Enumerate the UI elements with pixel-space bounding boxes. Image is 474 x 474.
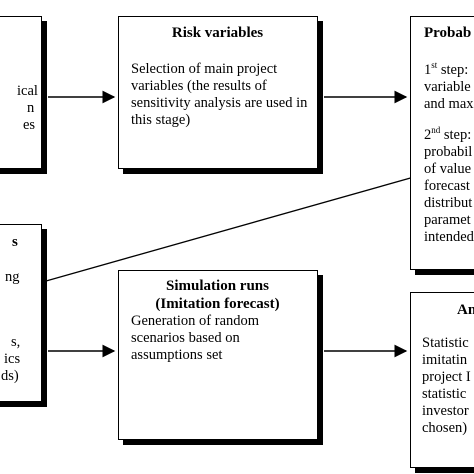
analysis-line-1: Statistic (422, 335, 469, 351)
box-analysis: An Statistic imitatin project I statisti… (410, 292, 474, 468)
box-left-top-line-2: n (27, 100, 35, 116)
probability-step-2-number: 2 (424, 127, 432, 143)
box-left-bottom: s ng s, ics ds) (0, 224, 42, 402)
simulation-runs-title: Simulation runs (166, 278, 269, 294)
probability-title: Probab (424, 25, 472, 41)
probability-step-2-label: step: (440, 127, 472, 143)
probability-step-1-line-2: and max (424, 96, 474, 112)
analysis-line-5: investor (422, 403, 469, 419)
probability-step-1-label: step: (437, 62, 469, 78)
box-left-bottom-line-2: s, (11, 334, 21, 350)
box-risk-variables: Risk variables Selection of main project… (118, 16, 318, 169)
risk-variables-title: Risk variables (171, 25, 264, 41)
box-left-top-line-1: ical (17, 83, 38, 99)
box-left-bottom-line-3: ics (4, 351, 21, 367)
box-probability: Probab 1st step: variable and max 2nd st… (410, 16, 474, 270)
probability-step-1: 1st step: (424, 60, 469, 80)
box-left-top-line-3: es (23, 117, 36, 133)
probability-step-2-line-2: of value (424, 161, 472, 177)
analysis-line-6: chosen) (422, 420, 468, 436)
analysis-title: An (457, 302, 474, 318)
box-left-bottom-line-4: ds) (1, 368, 19, 384)
box-simulation-runs: Simulation runs (Imitation forecast) Gen… (118, 270, 318, 440)
probability-step-2-suffix: nd (431, 125, 441, 136)
analysis-line-3: project I (422, 369, 471, 385)
simulation-runs-line-2: scenarios based on (131, 330, 240, 346)
probability-step-1-suffix: st (431, 60, 438, 71)
simulation-runs-line-1: Generation of random (131, 313, 260, 329)
analysis-line-2: imitatin (422, 352, 468, 368)
simulation-runs-subtitle: (Imitation forecast) (155, 296, 280, 312)
box-left-bottom-title: s (12, 234, 18, 250)
probability-step-2-line-4: distribut (424, 195, 473, 211)
simulation-runs-line-3: assumptions set (131, 347, 223, 363)
connector-probability-to-left-bottom (0, 176, 415, 295)
box-left-bottom-line-1: ng (5, 269, 20, 285)
probability-step-2-line-3: forecast (424, 178, 470, 194)
risk-variables-line-4: this stage) (131, 112, 191, 128)
probability-step-1-line-1: variable (424, 79, 471, 95)
risk-variables-line-2: variables (the results of (131, 78, 267, 94)
probability-step-2-line-1: probabil (424, 144, 473, 160)
probability-step-2-line-5: paramet (424, 212, 471, 228)
probability-step-1-number: 1 (424, 62, 432, 78)
probability-step-2: 2nd step: (424, 125, 472, 145)
box-left-top: ical n es (0, 16, 42, 169)
analysis-line-4: statistic (422, 386, 467, 402)
risk-variables-line-1: Selection of main project (131, 61, 278, 77)
risk-variables-line-3: sensitivity analysis are used in (131, 95, 308, 111)
probability-step-2-line-6: intended (424, 229, 474, 245)
